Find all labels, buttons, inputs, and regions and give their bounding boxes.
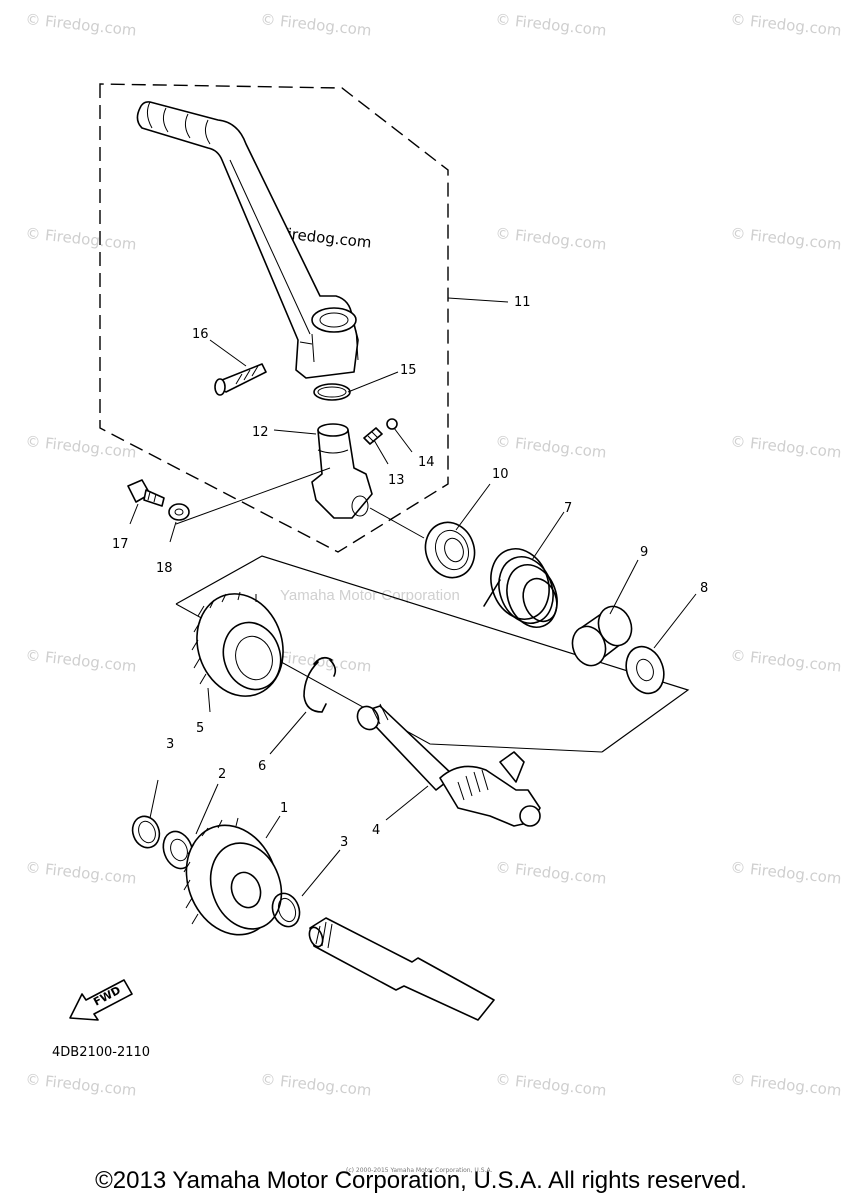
leader-lines	[129, 297, 697, 897]
ratchet-wheel-5	[191, 591, 284, 697]
fwd-arrow-icon: FWD	[69, 979, 133, 1021]
callout-1: 1	[280, 801, 288, 816]
callout-12: 12	[252, 425, 269, 440]
oil-seal-10	[424, 521, 476, 579]
kick-crank	[136, 101, 359, 379]
collar-9	[571, 605, 633, 667]
circlip-3	[131, 815, 161, 849]
gear-1	[183, 817, 283, 936]
assembly-outline	[99, 83, 449, 553]
circlip-3b	[271, 892, 301, 928]
shaft	[308, 917, 495, 1021]
watermark: © Firedog.com	[730, 646, 842, 676]
callout-7: 7	[564, 501, 572, 516]
watermark: © Firedog.com	[495, 224, 608, 254]
callout-13: 13	[388, 473, 405, 488]
callout-18: 18	[156, 561, 173, 576]
pin-13	[363, 427, 383, 445]
o-ring-15	[313, 383, 351, 401]
copyright-notice: ©2013 Yamaha Motor Corporation, U.S.A. A…	[95, 1167, 747, 1194]
watermark: © Firedog.com	[495, 1070, 608, 1100]
ball-14	[386, 418, 398, 430]
watermark: © Firedog.com	[730, 858, 842, 888]
watermark: © Firedog.com	[25, 224, 138, 254]
watermark: © Firedog.com	[730, 432, 842, 462]
callout-2: 2	[218, 767, 226, 782]
watermark: © Firedog.com	[260, 1070, 373, 1100]
callout-16: 16	[192, 327, 209, 342]
kick-shaft-12	[311, 423, 373, 519]
kick-axle-4	[356, 703, 541, 827]
circlip-6	[303, 656, 337, 713]
part-code: 4DB2100-2110	[52, 1045, 150, 1060]
watermark: © Firedog.com	[25, 10, 138, 40]
callout-4: 4	[372, 823, 380, 838]
callout-15: 15	[400, 363, 417, 378]
callout-11: 11	[514, 295, 531, 310]
callout-10: 10	[492, 467, 509, 482]
callout-5: 5	[196, 721, 204, 736]
brand-watermark: Yamaha Motor Corporation	[280, 587, 460, 604]
watermark: © Firedog.com	[495, 432, 608, 462]
callout-17: 17	[112, 537, 129, 552]
callout-14: 14	[418, 455, 435, 470]
watermark: © Firedog.com	[730, 10, 842, 40]
callout-9: 9	[640, 545, 648, 560]
bolt-16	[214, 363, 267, 396]
callouts: 1 2 3 3 4 5 6 7 8 9 10 11 12 13 14 15 16…	[112, 295, 708, 850]
callout-6: 6	[258, 759, 266, 774]
washer-8	[625, 645, 665, 695]
watermark: © Firedog.com	[25, 432, 138, 462]
torsion-spring-7	[483, 548, 558, 628]
watermark: © Firedog.com	[495, 858, 608, 888]
callout-3: 3	[166, 737, 174, 752]
watermark: © Firedog.com	[730, 224, 842, 254]
watermark: © Firedog.com	[25, 1070, 138, 1100]
watermark: © Firedog.com	[25, 858, 138, 888]
watermark: © Firedog.com	[730, 1070, 842, 1100]
callout-8: 8	[700, 581, 708, 596]
watermark: © Firedog.com	[25, 646, 138, 676]
tiny-notice: (c) 2000-2015 Yamaha Motor Corporation, …	[346, 1167, 492, 1174]
watermark: © Firedog.com	[495, 10, 608, 40]
washer-18	[168, 503, 190, 521]
watermark: © Firedog.com	[260, 10, 373, 40]
callout-3b: 3	[340, 835, 348, 850]
gear-group-outline	[175, 555, 690, 753]
bolt-17	[127, 479, 165, 507]
